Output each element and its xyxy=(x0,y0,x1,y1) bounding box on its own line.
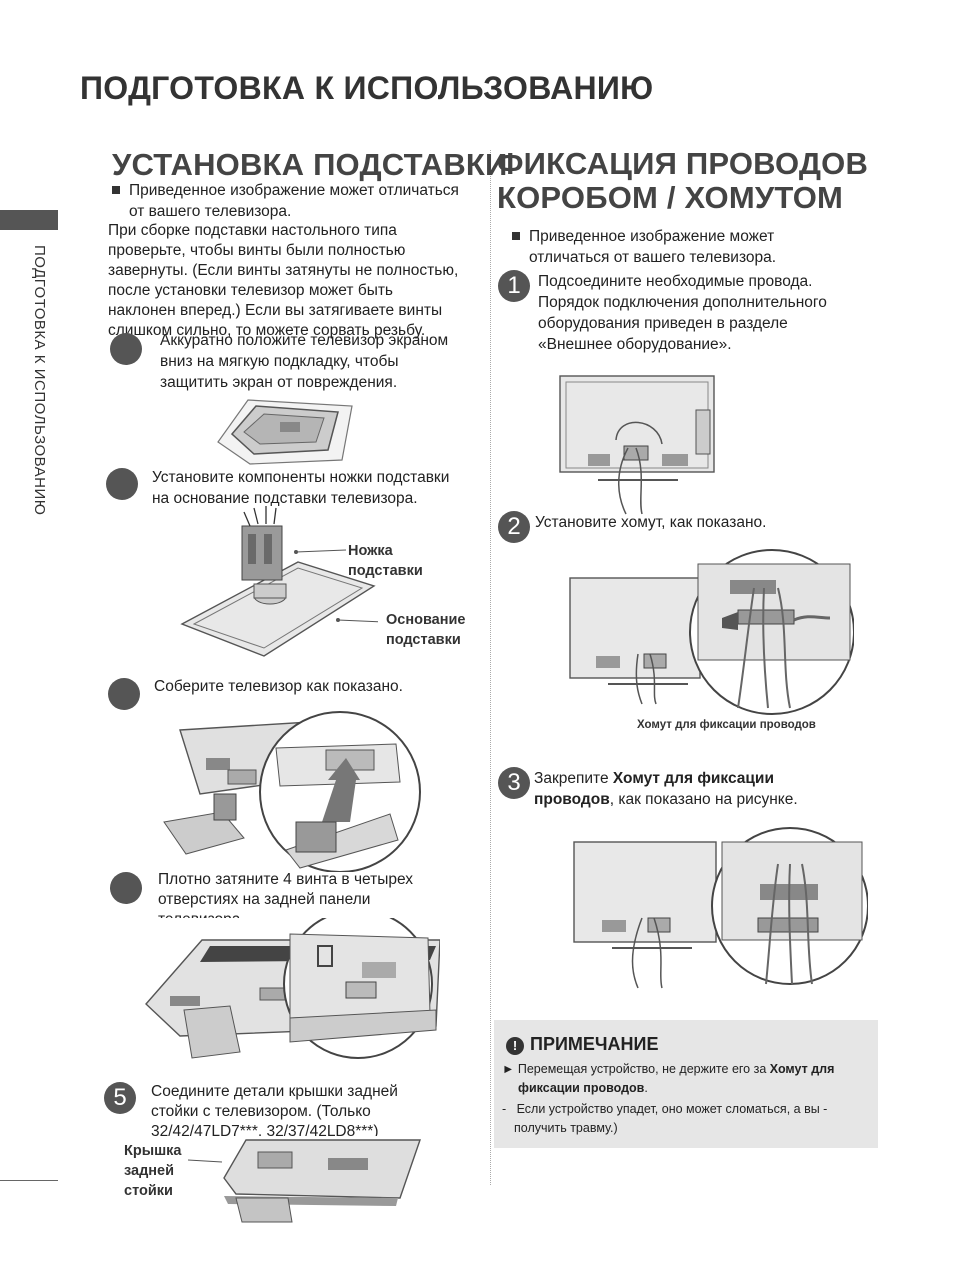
tv-face-down-figure xyxy=(210,392,360,470)
stand-leg-label: Ножка подставки xyxy=(348,543,423,579)
tv-attach-stand-figure xyxy=(160,710,426,872)
arrow-right-icon: ► xyxy=(502,1062,518,1076)
stand-step-1-text: Аккуратно положите телевизор экраном вни… xyxy=(160,332,449,391)
stand-note: Приведенное изображение может отличаться… xyxy=(112,180,459,222)
note-box xyxy=(494,1020,878,1148)
cables-step-1-marker: 1 xyxy=(498,270,530,302)
side-tab-marker xyxy=(0,210,58,230)
stand-step-5-text: Соедините детали крышки задней стойки с … xyxy=(151,1083,398,1140)
warning-icon: ! xyxy=(506,1037,524,1055)
page-title: ПОДГОТОВКА К ИСПОЛЬЗОВАНИЮ xyxy=(80,70,654,106)
note-item-1: ► Перемещая устройство, не держите его з… xyxy=(502,1062,835,1095)
stand-step-3-text: Соберите телевизор как показано. xyxy=(154,678,403,695)
note-item-2: - Если устройство упадет, оно может слом… xyxy=(502,1102,828,1135)
cables-step-3-marker: 3 xyxy=(498,767,530,799)
clamp-caption: Хомут для фиксации проводов xyxy=(637,719,816,731)
back-cover-figure xyxy=(188,1136,424,1226)
stand-assembly-figure xyxy=(178,506,378,660)
step-1-marker xyxy=(110,333,142,365)
stand-section-title: УСТАНОВКА ПОДСТАВКИ xyxy=(112,147,508,182)
column-divider xyxy=(490,150,491,1185)
cables-step-2-marker: 2 xyxy=(498,511,530,543)
stand-base-label: Основание подставки xyxy=(386,612,466,648)
step-5-marker: 5 xyxy=(104,1082,136,1114)
note-title: ПРИМЕЧАНИЕ xyxy=(530,1034,659,1054)
bullet-square-icon xyxy=(112,186,120,194)
cable-clamp-install-figure xyxy=(568,548,854,716)
step-3-marker xyxy=(108,678,140,710)
bullet-square-icon xyxy=(512,232,520,240)
stand-step-4-text: Плотно затяните 4 винта в четырех отверс… xyxy=(158,871,414,918)
cables-step-1-text: Подсоедините необходимые провода. Порядо… xyxy=(538,273,827,353)
cable-clamp-fixed-figure xyxy=(572,824,868,994)
step-2-marker xyxy=(106,468,138,500)
cables-note: Приведенное изображение может отличаться… xyxy=(512,226,776,268)
cables-section-title: ФИКСАЦИЯ ПРОВОДОВ КОРОБОМ / ХОМУТОМ xyxy=(497,146,869,215)
cables-step-3-text: Закрепите Хомут для фиксации проводов, к… xyxy=(534,770,798,808)
tv-screws-figure xyxy=(140,918,440,1066)
tv-back-cables-figure xyxy=(558,374,718,518)
step-4-marker xyxy=(110,872,142,904)
stand-step-2-text: Установите компоненты ножки подставки на… xyxy=(152,469,450,507)
cables-step-2-text: Установите хомут, как показано. xyxy=(535,514,767,531)
back-cover-label: Крышка задней стойки xyxy=(124,1143,182,1199)
side-section-label: ПОДГОТОВКА К ИСПОЛЬЗОВАНИЮ xyxy=(31,245,48,516)
stand-intro: При сборке подставки настольного типа пр… xyxy=(108,222,459,339)
side-divider xyxy=(0,1180,58,1181)
